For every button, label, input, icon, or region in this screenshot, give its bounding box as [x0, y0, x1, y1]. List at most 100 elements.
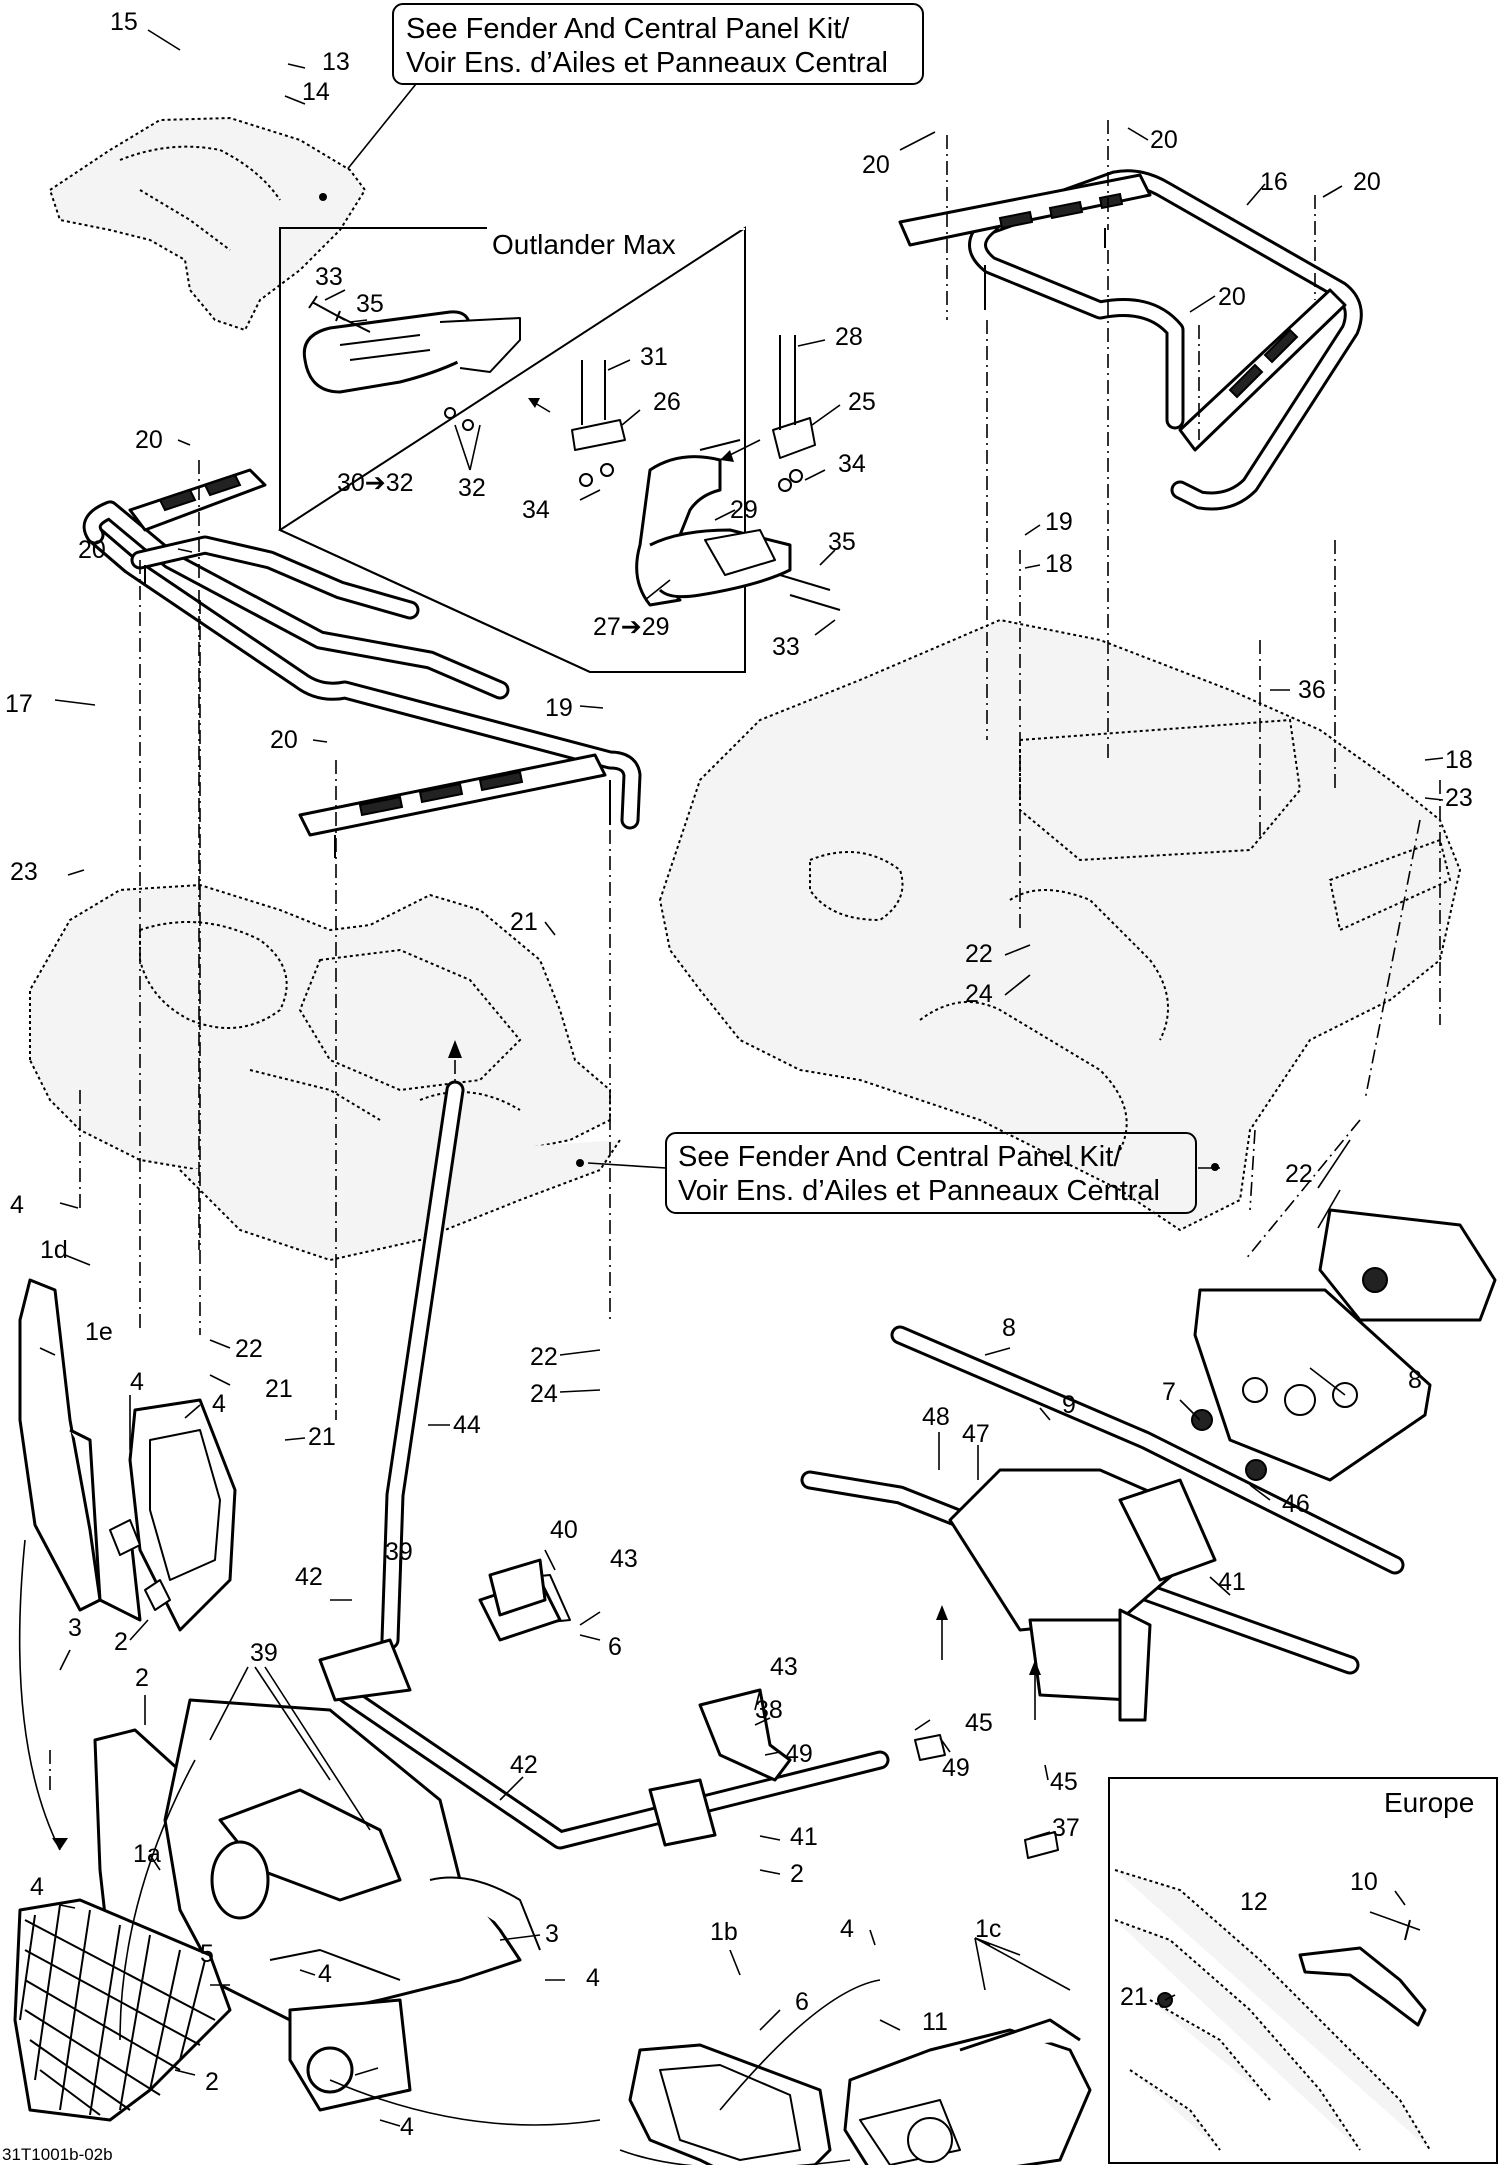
- callout: 24: [530, 1380, 558, 1408]
- callout: 2: [135, 1664, 149, 1692]
- callout: 22: [965, 940, 993, 968]
- callout: 23: [1445, 784, 1473, 812]
- callout: 43: [610, 1545, 638, 1573]
- reference-box-top[interactable]: See Fender And Central Panel Kit/ Voir E…: [392, 3, 924, 85]
- callout: 30➔32: [337, 469, 414, 497]
- callout: 12: [1240, 1888, 1268, 1916]
- callout: 20: [1353, 168, 1381, 196]
- callout: 4: [586, 1964, 600, 1992]
- callout: 20: [1218, 283, 1246, 311]
- callout: 11: [922, 2008, 948, 2036]
- callout: 22: [530, 1343, 558, 1371]
- callout: 15: [110, 8, 138, 36]
- callout: 42: [295, 1563, 323, 1591]
- callout: 1a: [133, 1840, 161, 1868]
- callout: 24: [965, 980, 993, 1008]
- callout: 32: [458, 474, 486, 502]
- front-bumper-frame: [318, 1040, 890, 1850]
- front-fender-panel: [48, 116, 367, 332]
- front-nose-assembly: [13, 1698, 541, 2122]
- bolt-set-33-35: [308, 295, 371, 333]
- callout: 19: [1045, 508, 1073, 536]
- callout: 22: [235, 1335, 263, 1363]
- callout: 1c: [975, 1915, 1001, 1943]
- inset-title-outlander-max: Outlander Max: [492, 229, 676, 260]
- callout: 43: [770, 1653, 798, 1681]
- rear-rack: [898, 169, 1363, 511]
- callout: 4: [840, 1915, 854, 1943]
- callout: 42: [510, 1751, 538, 1779]
- callout: 22: [1285, 1160, 1313, 1188]
- callout: 2: [205, 2068, 219, 2096]
- callout: 4: [400, 2113, 414, 2141]
- lower-side-panels: [628, 2018, 1092, 2165]
- callout: 33: [315, 263, 343, 291]
- callout: 39: [250, 1639, 278, 1667]
- callout: 45: [965, 1709, 993, 1737]
- outlander-max-inset: Outlander Max: [277, 226, 841, 673]
- callout: 18: [1445, 746, 1473, 774]
- callout: 1e: [85, 1318, 113, 1346]
- leader-lines: [39, 29, 1444, 2127]
- reference-text-top-line1: See Fender And Central Panel Kit/: [406, 13, 850, 45]
- callout: 4: [318, 1960, 332, 1988]
- callout: 36: [1298, 676, 1326, 704]
- callout: 49: [785, 1740, 813, 1768]
- callout: 6: [608, 1633, 622, 1661]
- callout: 34: [838, 450, 866, 478]
- callout: 29: [730, 496, 758, 524]
- callout: 34: [522, 496, 550, 524]
- reference-text-middle-line2: Voir Ens. d’Ailes et Panneaux Central: [678, 1175, 1160, 1207]
- callout: 33: [772, 633, 800, 661]
- callout: 19: [545, 694, 573, 722]
- reference-text-top-line2: Voir Ens. d’Ailes et Panneaux Central: [406, 47, 888, 79]
- callout: 35: [828, 528, 856, 556]
- callout: 35: [356, 290, 384, 318]
- callout: 39: [385, 1538, 413, 1566]
- callout: 45: [1050, 1768, 1078, 1796]
- rear-frame: [800, 1325, 1405, 1722]
- brackets: [488, 1558, 1059, 1859]
- callout: 20: [78, 536, 106, 564]
- callout: 6: [795, 1988, 809, 2016]
- callout: 21: [1120, 1983, 1148, 2011]
- assembly-arrows: [18, 398, 1041, 2165]
- callout: 47: [962, 1420, 990, 1448]
- callout: 2: [790, 1860, 804, 1888]
- callout: 49: [942, 1754, 970, 1782]
- callout: 7: [1162, 1378, 1176, 1406]
- callout: 26: [653, 388, 681, 416]
- callout: 3: [545, 1920, 559, 1948]
- rear-fender-body: [658, 618, 1462, 1232]
- callout: 21: [308, 1423, 336, 1451]
- callout: 9: [1062, 1391, 1076, 1419]
- callout: 48: [922, 1403, 950, 1431]
- callout: 16: [1260, 168, 1288, 196]
- callout: 14: [302, 78, 330, 106]
- callout: 23: [10, 858, 38, 886]
- callout: 20: [270, 726, 298, 754]
- callout: 44: [453, 1411, 481, 1439]
- callout: 8: [1408, 1366, 1422, 1394]
- callout-numbers: 15 13 14 20 20 16 20 20 33 35 31 28 26 2…: [5, 8, 1473, 2141]
- callout: 3: [68, 1614, 82, 1642]
- callout: 37: [1052, 1814, 1080, 1842]
- callout: 20: [862, 151, 890, 179]
- callout: 4: [212, 1390, 226, 1418]
- front-fender-body: [29, 883, 621, 1262]
- front-side-panels: [18, 1278, 237, 1632]
- reference-box-middle[interactable]: See Fender And Central Panel Kit/ Voir E…: [665, 1132, 1197, 1214]
- tail-light-assembly: [1191, 1208, 1497, 1482]
- callout: 5: [200, 1940, 214, 1968]
- callout: 4: [10, 1191, 24, 1219]
- callout: 18: [1045, 550, 1073, 578]
- callout: 20: [135, 426, 163, 454]
- diagram-code: 31T1001b-02b: [2, 2145, 113, 2164]
- callout: 41: [790, 1823, 818, 1851]
- inset-title-europe: Europe: [1384, 1787, 1474, 1818]
- callout: 38: [755, 1696, 783, 1724]
- callout: 28: [835, 323, 863, 351]
- callout: 2: [114, 1628, 128, 1656]
- callout: 46: [1282, 1490, 1310, 1518]
